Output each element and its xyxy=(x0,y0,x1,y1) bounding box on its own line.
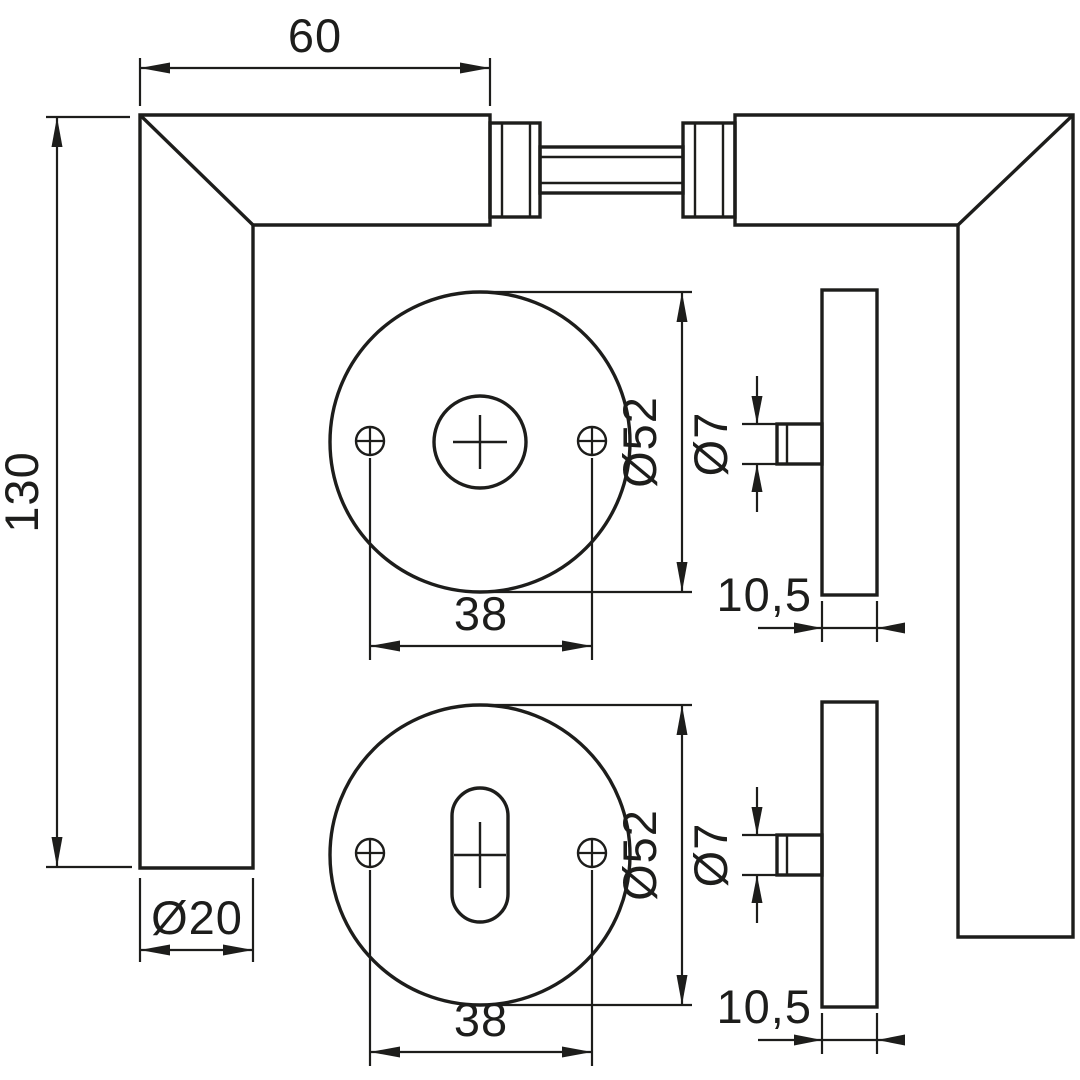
dim-grip-diameter: Ø20 xyxy=(138,878,255,962)
dim-label-grip-length: 60 xyxy=(288,9,342,62)
left-lever-miter-line xyxy=(138,113,255,227)
dim-label-rosette-key-diameter: Ø52 xyxy=(613,809,666,901)
dim-label-rosette-plain-thickness: 10,5 xyxy=(717,568,812,621)
rosette-plain-side-view xyxy=(775,288,879,597)
dim-rosette-plain-pin-diameter: Ø7 xyxy=(684,376,779,512)
dim-rosette-key-screw-spacing: 38 xyxy=(368,870,594,1066)
dim-label-rosette-key-pin-diameter: Ø7 xyxy=(684,823,737,888)
rosette-key-side-pin xyxy=(775,833,824,877)
dim-rosette-key-pin-diameter: Ø7 xyxy=(684,787,779,923)
left-neck-collar xyxy=(488,121,542,219)
dim-label-rosette-key-screw-spacing: 38 xyxy=(454,993,508,1046)
dim-rosette-plain-diameter: Ø52 xyxy=(488,290,692,594)
dim-label-grip-diameter: Ø20 xyxy=(151,891,243,944)
keyhole-slot xyxy=(450,786,510,924)
screw-right xyxy=(576,837,608,869)
left-lever-outline xyxy=(138,113,492,870)
screw-right xyxy=(576,425,608,457)
dim-grip-length: 60 xyxy=(138,9,492,106)
screw-left xyxy=(354,837,386,869)
rosette-key-side-plate xyxy=(820,700,879,1009)
right-lever-miter-line xyxy=(956,113,1075,227)
dim-handle-height: 130 xyxy=(0,115,132,869)
dim-rosette-plain-screw-spacing: 38 xyxy=(368,458,594,660)
screw-left xyxy=(354,425,386,457)
rosette-key-front-view xyxy=(328,703,632,1007)
handle-front-view xyxy=(138,113,1075,939)
dim-label-rosette-plain-pin-diameter: Ø7 xyxy=(684,412,737,477)
dim-label-rosette-plain-diameter: Ø52 xyxy=(613,396,666,488)
spindle-hole xyxy=(432,394,528,490)
dim-label-rosette-key-thickness: 10,5 xyxy=(717,980,812,1033)
dim-label-rosette-plain-screw-spacing: 38 xyxy=(454,587,508,640)
rosette-plain-front-view xyxy=(328,290,632,594)
right-lever-outline xyxy=(733,113,1075,939)
rosette-key-side-view xyxy=(775,700,879,1009)
dim-rosette-plain-thickness: 10,5 xyxy=(717,568,905,642)
rosette-plain-side-pin xyxy=(775,422,824,466)
spindle xyxy=(538,145,685,195)
dim-label-handle-height: 130 xyxy=(0,451,48,532)
right-neck-collar xyxy=(681,121,737,219)
rosette-key-outline xyxy=(328,703,632,1007)
dim-rosette-key-thickness: 10,5 xyxy=(717,980,905,1054)
dim-rosette-key-diameter: Ø52 xyxy=(488,703,692,1007)
rosette-plain-side-plate xyxy=(820,288,879,597)
rosette-plain-outline xyxy=(328,290,632,594)
